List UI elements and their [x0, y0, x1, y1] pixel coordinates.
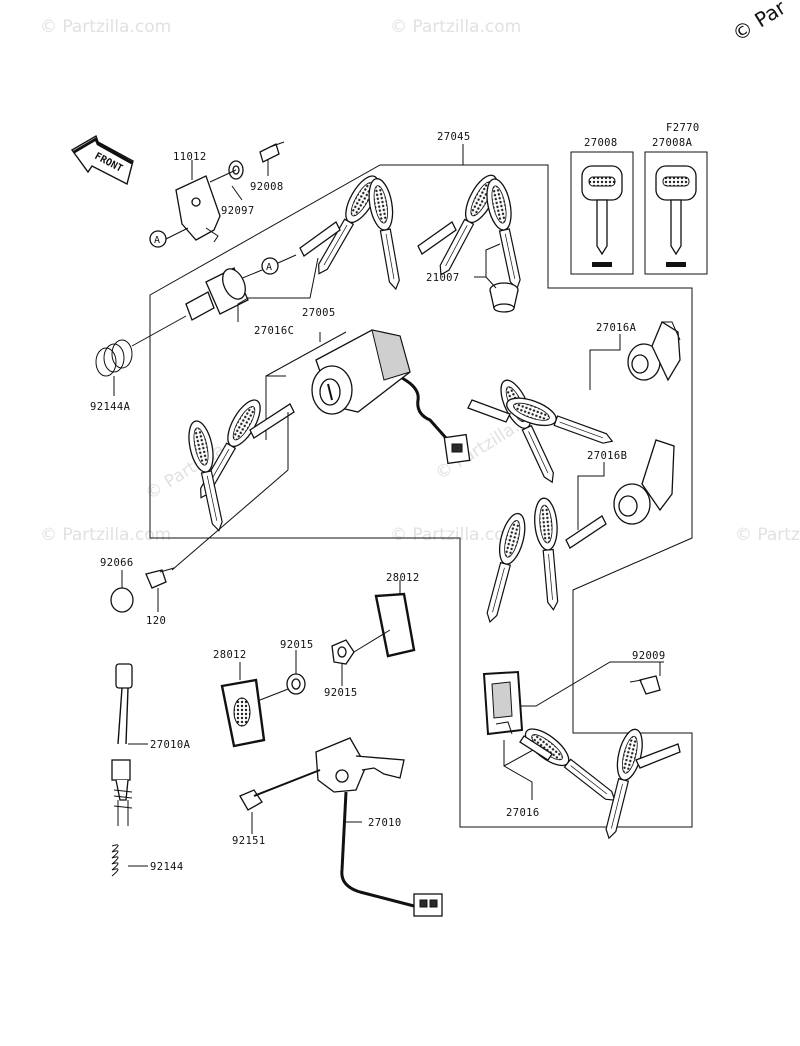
- screw-92009-icon: [629, 675, 661, 695]
- bolt-92151-icon: [239, 769, 321, 811]
- part-label-92015: 92015: [324, 687, 358, 699]
- svg-text:A: A: [266, 262, 272, 273]
- key-icon: [597, 726, 648, 842]
- part-label-92066: 92066: [100, 557, 134, 569]
- bolt-92008-icon: [259, 141, 285, 163]
- key-blank-27008-icon: [581, 165, 623, 267]
- part-label-27016A: 27016A: [596, 322, 637, 334]
- key-icon: [532, 496, 566, 612]
- key-blank-27008A-icon: [655, 165, 697, 267]
- part-label-120: 120: [146, 615, 166, 627]
- switch-27010-icon: [315, 737, 443, 917]
- spring-92144-icon: [111, 844, 119, 877]
- part-label-92009: 92009: [632, 650, 666, 662]
- watermark-text: © Partzilla.com: [390, 525, 521, 545]
- part-label-27010: 27010: [368, 817, 402, 829]
- watermark-text: © Partzilla.com: [40, 17, 171, 37]
- watermark-text: © Partzilla.com: [40, 525, 171, 545]
- key-blank-27008A-box: [644, 151, 708, 275]
- switch-27010A-icon: [111, 663, 133, 826]
- bracket-plate-11012: [175, 175, 221, 243]
- cap-92066-icon: [110, 587, 134, 613]
- part-label-27008: 27008: [584, 137, 618, 149]
- part-label-92151: 92151: [232, 835, 266, 847]
- part-label-27010A: 27010A: [150, 739, 191, 751]
- plate-28012-icon: [374, 592, 416, 658]
- plate-28012-icon: [220, 678, 266, 748]
- watermark-text: © Partzilla.com: [735, 525, 800, 545]
- part-label-92097: 92097: [221, 205, 255, 217]
- grommet-92015-icon: [286, 673, 306, 695]
- watermark-text: © Partzilla.com: [390, 17, 521, 37]
- lock-27016B-icon: [613, 439, 675, 525]
- lock-cylinder-27016C: [185, 267, 249, 321]
- spring-92144A-icon: [95, 339, 133, 377]
- part-label-27005: 27005: [302, 307, 336, 319]
- front-arrow-icon: FRONT: [70, 134, 134, 186]
- part-label-92144A: 92144A: [90, 401, 131, 413]
- part-label-28012: 28012: [386, 572, 420, 584]
- watermark-layer: © Partzilla.com © Partzilla.com © Partzi…: [40, 0, 800, 545]
- part-label-27008A: 27008A: [652, 137, 693, 149]
- part-label-92008: 92008: [250, 181, 284, 193]
- screw-120-icon: [145, 567, 175, 589]
- key-icon: [519, 721, 623, 810]
- nut-92015-icon: [331, 639, 355, 665]
- part-labels: F2770 11012 92008 92097 27045 27008 2700…: [90, 122, 700, 873]
- key-icon: [482, 176, 529, 292]
- part-label-27016C: 27016C: [254, 325, 294, 337]
- part-label-92144: 92144: [150, 861, 184, 873]
- ref-marker-a: A: [149, 230, 167, 248]
- part-label-28012: 28012: [213, 649, 247, 661]
- part-label-27016B: 27016B: [587, 450, 627, 462]
- cap-21007-icon: [489, 282, 519, 313]
- svg-text:A: A: [154, 235, 160, 246]
- part-label-27045: 27045: [437, 131, 471, 143]
- part-label-27016: 27016: [506, 807, 540, 819]
- part-label-11012: 11012: [173, 151, 207, 163]
- copyright-corner-text: © Par: [728, 0, 791, 46]
- part-label-92015: 92015: [280, 639, 314, 651]
- key-icon: [364, 176, 408, 292]
- ignition-switch-27005: [311, 329, 471, 465]
- lock-27016-icon: [482, 670, 524, 736]
- figure-code: F2770: [666, 122, 700, 134]
- lock-27016A-icon: [627, 321, 681, 382]
- part-label-21007: 21007: [426, 272, 460, 284]
- ref-marker-a: A: [261, 257, 279, 275]
- key-blank-27008-box: [570, 151, 634, 275]
